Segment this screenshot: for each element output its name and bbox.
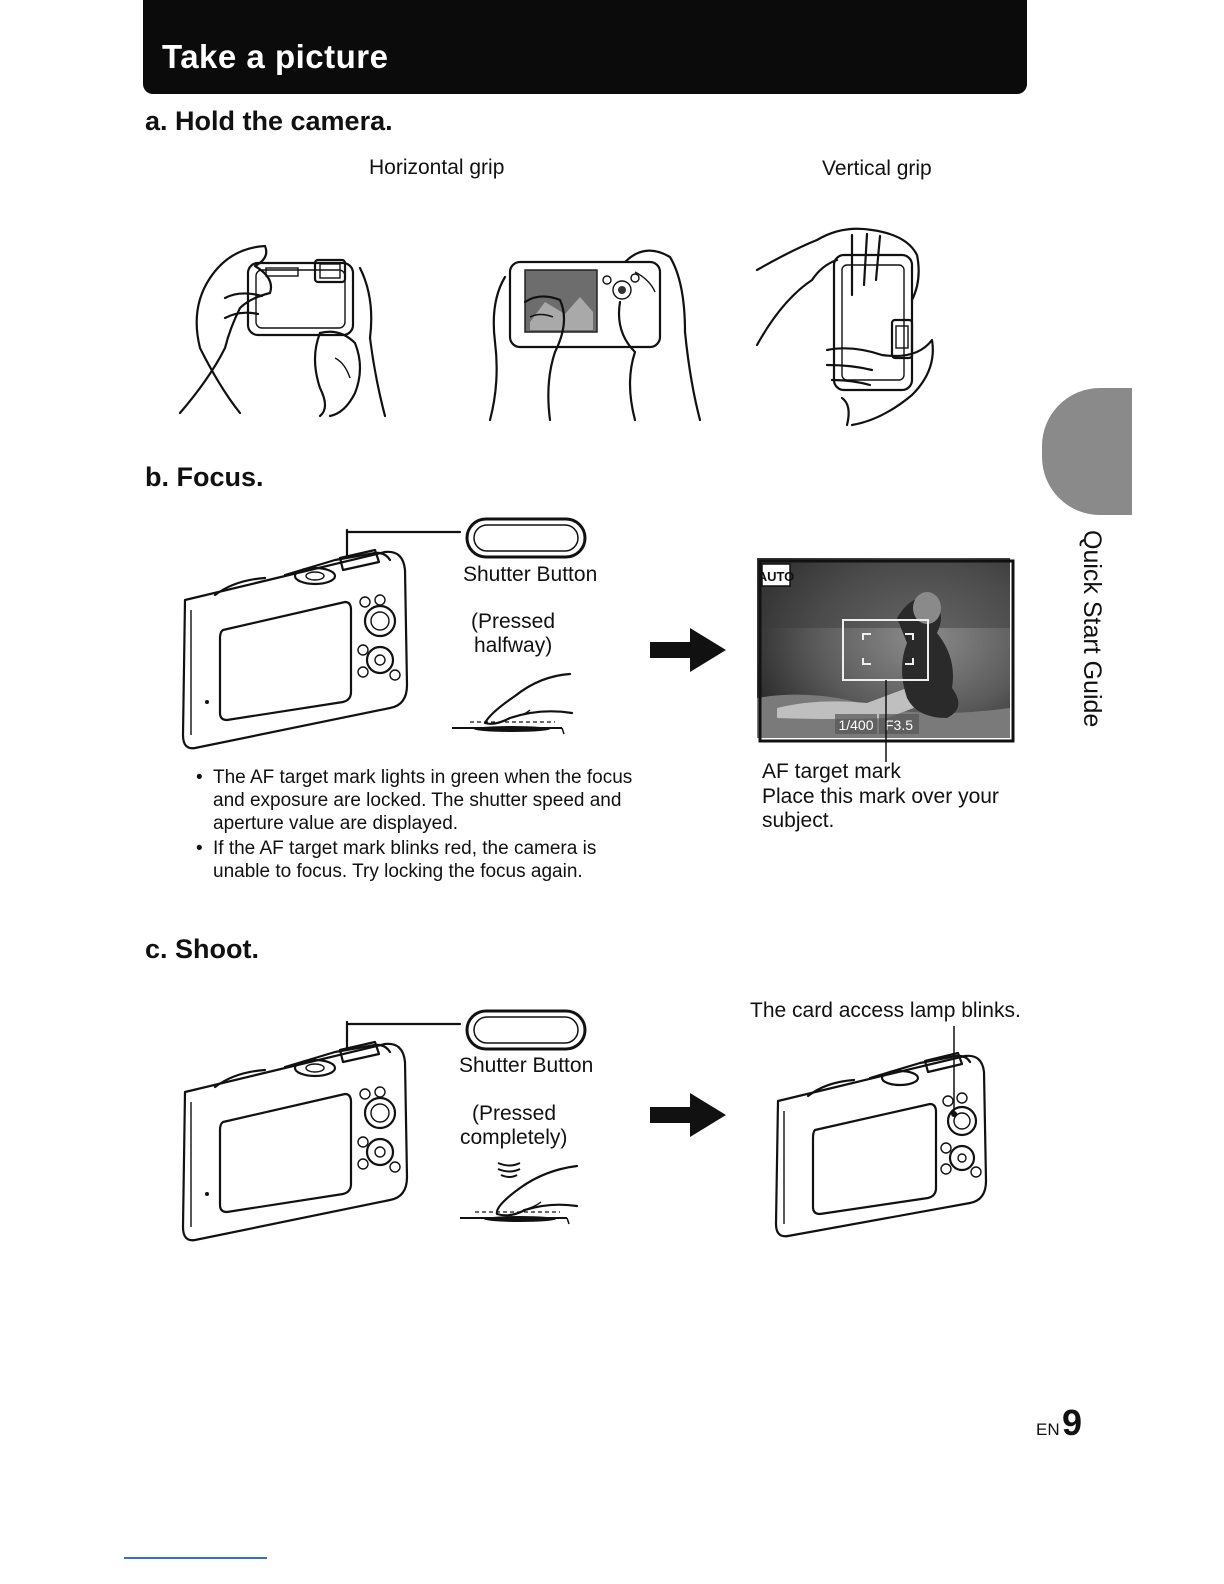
page-language: EN — [1036, 1420, 1060, 1439]
focus-note-1: The AF target mark lights in green when … — [196, 766, 636, 835]
section-a-heading: a. Hold the camera. — [145, 106, 393, 136]
lcd-aperture: F3.5 — [885, 717, 913, 733]
page-number: 9 — [1062, 1402, 1083, 1443]
focus-note-2: If the AF target mark blinks red, the ca… — [196, 837, 636, 883]
lcd-mode-text: AUTO — [758, 569, 795, 584]
camera-focus-illustration — [181, 528, 462, 750]
pressed-halfway-label-2: halfway) — [474, 634, 553, 657]
shutter-button-icon-c — [465, 1009, 587, 1051]
page-title: Take a picture — [162, 38, 389, 75]
vertical-grip-illustration — [755, 227, 934, 427]
horizontal-grip-front-illustration — [178, 244, 387, 418]
footer-rule — [124, 1557, 267, 1559]
focus-notes-list: The AF target mark lights in green when … — [196, 766, 636, 885]
lcd-screen-display: AUTO 1/400 F3.5 — [757, 558, 1015, 762]
section-c-heading: c. Shoot. — [145, 934, 259, 964]
shutter-button-label-b: Shutter Button — [463, 563, 598, 586]
side-tab-label: Quick Start Guide — [1078, 530, 1106, 728]
pressed-completely-label-1: (Pressed — [472, 1102, 557, 1125]
af-target-label: AF target mark — [762, 760, 901, 783]
af-target-mark-icon — [862, 633, 914, 665]
section-b-heading: b. Focus. — [145, 462, 264, 492]
camera-shoot-illustration — [181, 1020, 462, 1242]
vertical-grip-label: Vertical grip — [822, 157, 932, 180]
right-arrow-icon — [650, 628, 726, 672]
horizontal-grip-back-illustration — [488, 249, 702, 422]
af-target-desc-2: subject. — [762, 809, 835, 832]
title-bar — [143, 0, 1027, 94]
camera-lamp-illustration — [774, 1026, 988, 1238]
card-access-lamp-icon — [951, 1111, 957, 1117]
pressed-halfway-label-1: (Pressed — [471, 610, 556, 633]
finger-half-press-icon — [452, 672, 574, 735]
side-tab-marker — [1042, 388, 1132, 515]
finger-full-press-icon — [460, 1162, 579, 1225]
right-arrow-icon-c — [650, 1093, 726, 1137]
shutter-button-label-c: Shutter Button — [459, 1054, 594, 1077]
lcd-shutter-speed: 1/400 — [838, 717, 873, 733]
card-lamp-label: The card access lamp blinks. — [750, 999, 1021, 1022]
horizontal-grip-label: Horizontal grip — [369, 156, 505, 179]
shutter-button-icon — [465, 517, 587, 559]
af-target-desc-1: Place this mark over your — [762, 785, 999, 808]
pressed-completely-label-2: completely) — [460, 1126, 568, 1149]
